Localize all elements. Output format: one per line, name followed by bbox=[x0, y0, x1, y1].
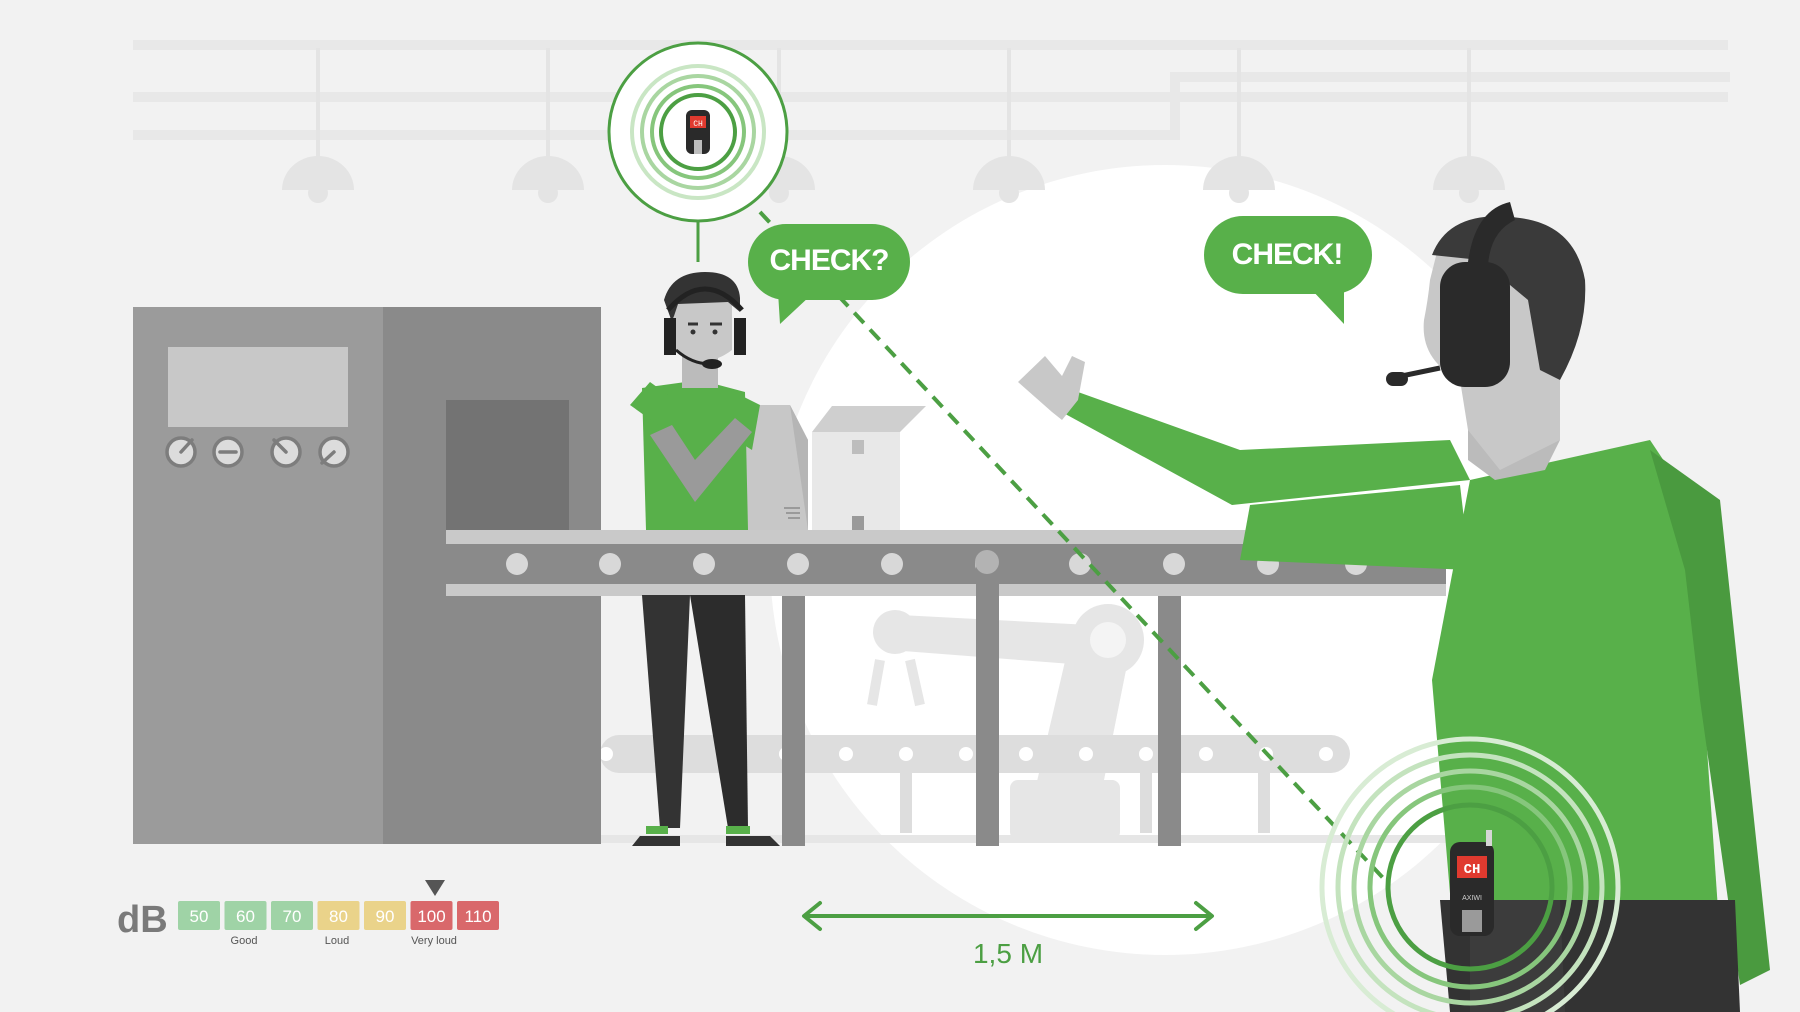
belt-device-display: CH bbox=[1464, 862, 1481, 878]
machine bbox=[133, 307, 601, 844]
db-cell-label-60: 60 bbox=[236, 907, 255, 926]
bottom-signal-rings bbox=[1319, 736, 1621, 1012]
db-caption-very-loud: Very loud bbox=[411, 935, 457, 947]
conveyor-belt bbox=[446, 530, 1446, 846]
distance-indicator: 1,5 M bbox=[802, 901, 1214, 969]
db-cell-label-80: 80 bbox=[329, 907, 348, 926]
db-cell-60 bbox=[224, 901, 267, 930]
line-of-sight bbox=[758, 210, 1387, 882]
right-worker bbox=[1018, 202, 1770, 1012]
db-cell-90 bbox=[364, 901, 406, 930]
top-transmitter-device: CH bbox=[686, 110, 710, 154]
belt-device-brand: AXIWI bbox=[1462, 895, 1482, 902]
db-cell-label-110: 110 bbox=[464, 907, 491, 926]
speech-bubble-left: CHECK? bbox=[748, 224, 910, 324]
floor-line bbox=[133, 835, 1553, 843]
db-cell-100 bbox=[410, 901, 453, 930]
db-cell-label-90: 90 bbox=[376, 907, 395, 926]
db-scale: dB 50 60 70 80 90 100 110 Good Loud Very loud bbox=[117, 880, 499, 947]
distance-label: 1,5 M bbox=[973, 938, 1043, 969]
machine-window bbox=[446, 400, 569, 530]
db-cell-50 bbox=[178, 901, 220, 930]
db-cell-label-100: 100 bbox=[417, 907, 445, 926]
left-worker bbox=[630, 272, 780, 846]
db-cell-70 bbox=[271, 901, 313, 930]
bubble-right-text: CHECK! bbox=[1232, 238, 1343, 271]
db-level-cells: 50 60 70 80 90 100 110 bbox=[178, 901, 499, 930]
boxes bbox=[732, 405, 926, 530]
db-indicator-arrow bbox=[425, 880, 445, 896]
top-device-display: CH bbox=[693, 120, 703, 129]
bubble-left-text: CHECK? bbox=[770, 244, 889, 277]
machine-screen bbox=[168, 347, 348, 427]
belt-transmitter-device: CH AXIWI bbox=[1450, 830, 1494, 936]
db-caption-good: Good bbox=[231, 935, 258, 947]
db-caption-loud: Loud bbox=[325, 935, 349, 947]
speech-bubble-right: CHECK! bbox=[1204, 216, 1372, 324]
top-signal-circle: CH bbox=[607, 41, 789, 262]
db-cell-110 bbox=[457, 901, 499, 930]
db-cell-label-70: 70 bbox=[283, 907, 302, 926]
machine-dials bbox=[165, 436, 350, 468]
db-cell-80 bbox=[317, 901, 360, 930]
db-cell-label-50: 50 bbox=[190, 907, 209, 926]
db-title: dB bbox=[117, 899, 168, 941]
